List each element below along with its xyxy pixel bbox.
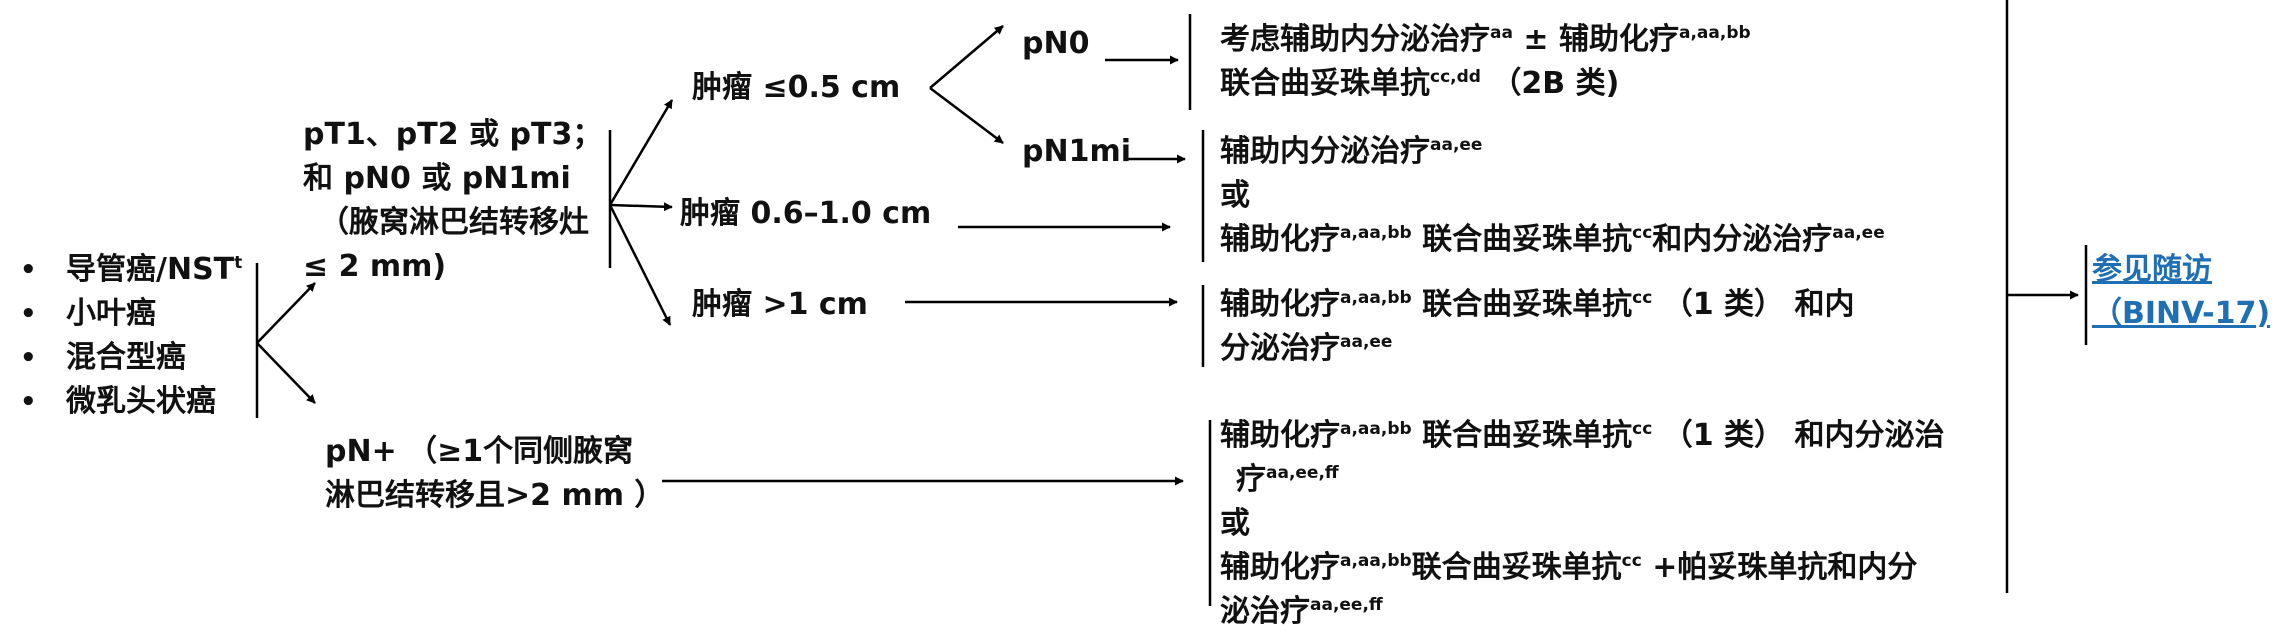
tumor-size-small: 肿瘤 ≤0.5 cm: [692, 70, 901, 105]
arrow-to-small: [608, 99, 674, 206]
histology-item: 微乳头状癌: [20, 380, 242, 424]
nodal-status-pn1mi: pN1mi: [1022, 134, 1131, 169]
arrow-to-pn1mi: [929, 87, 1004, 144]
tumor-size-large: 肿瘤 >1 cm: [692, 287, 868, 322]
arrow-to-pn0: [929, 25, 1004, 89]
histology-item: 小叶癌: [20, 292, 242, 336]
arrow-to-large: [608, 204, 672, 326]
histology-item: 导管癌/NSTt: [20, 248, 242, 292]
histology-item: 混合型癌: [20, 336, 242, 380]
see-followup-link[interactable]: 参见随访 （BINV-17): [2092, 252, 2271, 331]
flowchart-connectors: [255, 0, 2088, 606]
nodal-status-pn0: pN0: [1022, 26, 1090, 61]
arrow-to-node-negative: [256, 282, 316, 344]
tumor-size-medium: 肿瘤 0.6–1.0 cm: [680, 196, 932, 231]
histology-list: 导管癌/NSTt 小叶癌 混合型癌 微乳头状癌: [20, 248, 242, 424]
arrow-to-medium: [609, 202, 673, 212]
node-negative-criteria: pT1、pT2 或 pT3； 和 pN0 或 pN1mi （腋窝淋巴结转移灶 ≤…: [303, 117, 603, 284]
arrow-to-node-positive: [256, 342, 316, 404]
node-positive-criteria: pN+ （≥1个同侧腋窝 淋巴结转移且>2 mm ）: [325, 434, 665, 513]
treatment-large: 辅助化疗a,aa,bb 联合曲妥珠单抗cc （1 类） 和内 分泌治疗aa,ee: [1220, 287, 1855, 366]
treatment-pn0: 考虑辅助内分泌治疗aa ± 辅助化疗a,aa,bb 联合曲妥珠单抗cc,dd （…: [1220, 22, 1751, 101]
treatment-node-positive: 辅助化疗a,aa,bb 联合曲妥珠单抗cc （1 类） 和内分泌治 疗aa,ee…: [1220, 418, 1945, 629]
treatment-pn1mi-medium: 辅助内分泌治疗aa,ee 或 辅助化疗a,aa,bb 联合曲妥珠单抗cc和内分泌…: [1220, 134, 1885, 257]
